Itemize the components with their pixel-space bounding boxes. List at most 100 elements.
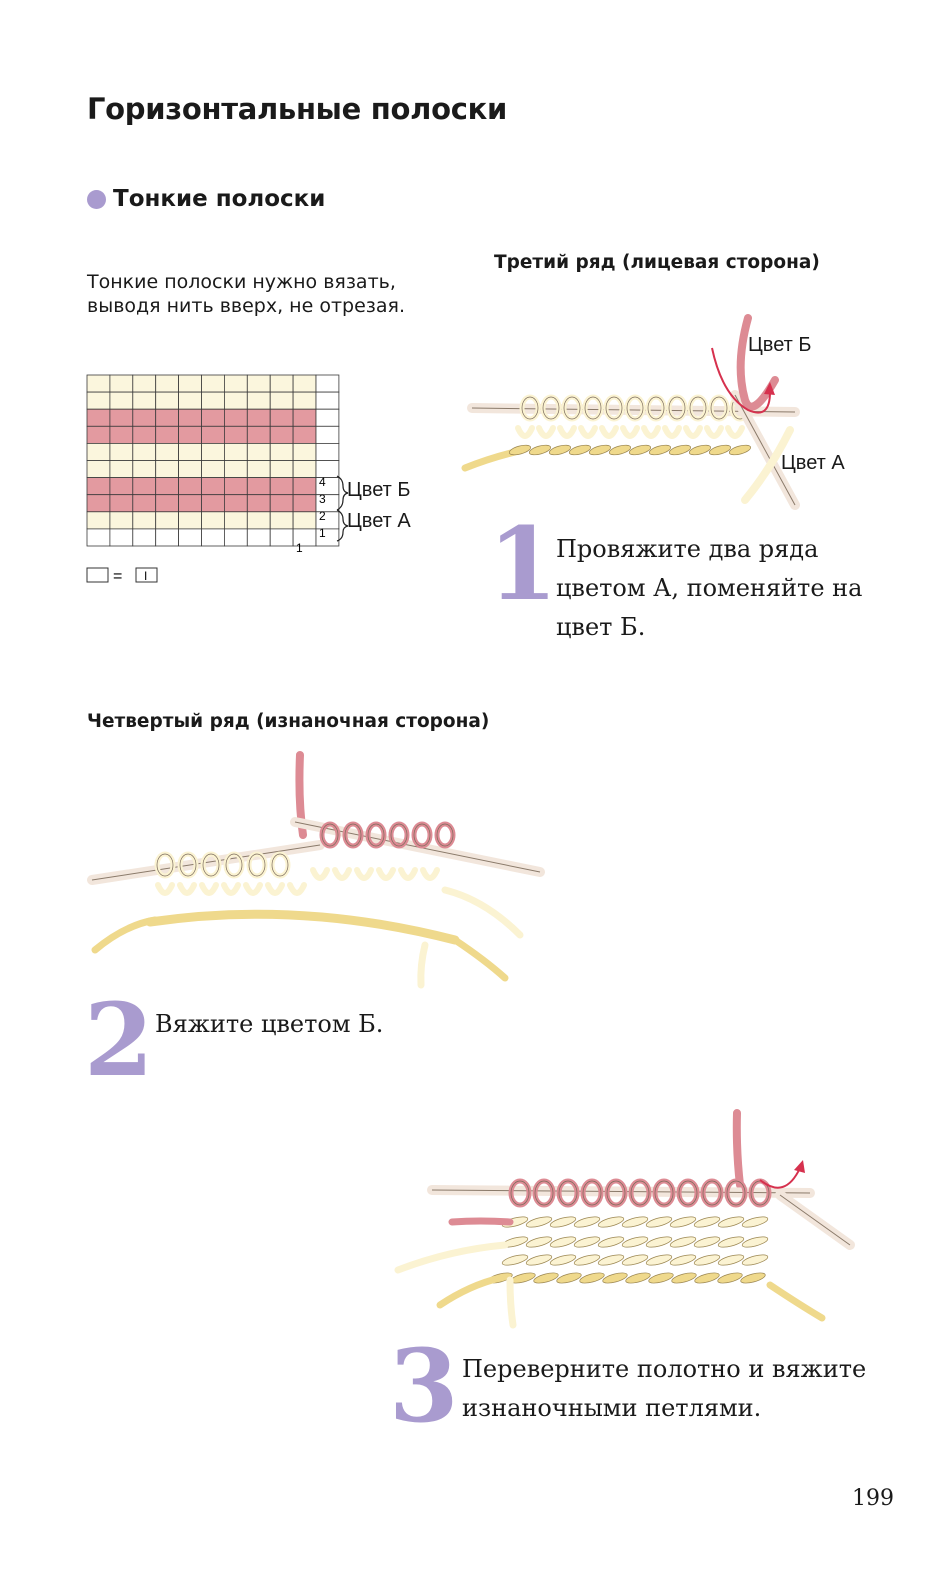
stitch-loop-outline [436, 823, 454, 847]
illustration-row4 [87, 751, 545, 989]
edge-stitch [579, 1272, 605, 1284]
stitch-loop-outline [179, 853, 197, 877]
knit-v-stitch [557, 425, 577, 439]
row-number-4: 4 [319, 475, 326, 489]
yarn-b-tail-up-3 [732, 1109, 744, 1189]
edge-stitch [688, 444, 712, 456]
knit-v-stitch [515, 425, 535, 439]
yarn-a-strand [741, 426, 794, 504]
intro-text: Тонкие полоски нужно вязать, выводя нить… [87, 271, 405, 317]
arrow-head-icon-3 [794, 1160, 805, 1173]
yarn-strand-right-2 [441, 886, 524, 939]
stitch-loop-outline [647, 396, 665, 420]
row-number-1: 1 [319, 526, 326, 540]
yarn-b-tail-left-3 [448, 1217, 514, 1226]
step2-text: Вяжите цветом Б. [155, 1010, 384, 1038]
stitch-loop-outline [521, 396, 539, 420]
edge-stitch [556, 1272, 582, 1284]
knit-v-stitch [620, 425, 640, 439]
knit-v-stitch [725, 425, 745, 439]
stitch-loop-outline [710, 396, 728, 420]
knit-v-stitch [641, 425, 661, 439]
edge-stitch [625, 1272, 651, 1284]
stitch-loop-outline [702, 1180, 722, 1206]
edge-stitch [717, 1216, 745, 1228]
edge-stitch [694, 1272, 720, 1284]
stitch-loop-outline [582, 1180, 602, 1206]
legend-knit-cell [135, 567, 158, 583]
edge-stitch [717, 1272, 743, 1284]
chart-label-color-a: Цвет А [347, 510, 411, 532]
edge-stitch [628, 444, 652, 456]
yarn-tail-left-3 [436, 1274, 504, 1309]
edge-stitch [597, 1216, 625, 1228]
edge-stitch [645, 1236, 673, 1248]
edge-stitch [693, 1236, 721, 1248]
edge-stitch [602, 1272, 628, 1284]
step1-title: Третий ряд (лицевая сторона) [494, 252, 820, 273]
knit-v-stitch [683, 425, 703, 439]
edge-stitch [501, 1254, 529, 1266]
brace-color-a [336, 509, 349, 542]
stitch-loop-outline [654, 1180, 674, 1206]
stitch-loop-outline [606, 1180, 626, 1206]
edge-stitch [573, 1254, 601, 1266]
stitch-loop-outline [321, 823, 339, 847]
chart-cell [315, 528, 340, 547]
illustration-row3: Цвет Б Цвет А [461, 314, 845, 510]
knit-v-stitch [332, 867, 352, 881]
edge-stitch [648, 1272, 674, 1284]
knit-v-stitch [376, 867, 396, 881]
step1-number: 1 [488, 505, 558, 623]
edge-stitch [717, 1236, 745, 1248]
stitch-row [508, 394, 752, 456]
edge-stitch [573, 1236, 601, 1248]
knit-v-stitch [287, 882, 307, 896]
stitch-rows-3 [487, 1178, 772, 1284]
edge-stitch [648, 444, 672, 456]
edge-stitch [728, 444, 752, 456]
bottom-row-number: 1 [296, 541, 303, 555]
edge-stitch [549, 1254, 577, 1266]
arrow-icon [711, 347, 771, 414]
cast-on-edge [145, 909, 460, 945]
stitch-loop-outline [534, 1180, 554, 1206]
edge-stitch [669, 1216, 697, 1228]
chart-legend: = I [86, 567, 158, 585]
edge-stitch [533, 1272, 559, 1284]
knit-v-stitch [177, 882, 197, 896]
bullet-dot-icon [87, 189, 106, 209]
stitch-loop-outline [156, 853, 174, 877]
edge-stitch [597, 1254, 625, 1266]
knit-v-stitch [662, 425, 682, 439]
edge-stitch [741, 1216, 769, 1228]
knit-v-stitch [265, 882, 285, 896]
row-number-2: 2 [319, 509, 326, 523]
edge-stitch [669, 1236, 697, 1248]
knit-v-stitch [536, 425, 556, 439]
stitch-loop-outline [630, 1180, 650, 1206]
edge-stitch [568, 444, 592, 456]
arrow-icon-3 [759, 1167, 801, 1189]
arrow-head-icon [764, 382, 775, 395]
stitch-loop-outline [626, 396, 644, 420]
knit-v-stitch [354, 867, 374, 881]
edge-stitch [549, 1236, 577, 1248]
chart-grid [86, 374, 340, 547]
legend-empty-cell [86, 567, 109, 583]
row-number-3: 3 [319, 492, 326, 506]
edge-stitch [549, 1216, 577, 1228]
yarn-tail-right-2 [451, 936, 509, 982]
knit-v-stitch [420, 867, 440, 881]
edge-stitch [525, 1236, 553, 1248]
legend-equals: = [113, 568, 122, 585]
edge-stitch [597, 1236, 625, 1248]
stitch-loop-outline [689, 396, 707, 420]
illustration-row5 [394, 1109, 855, 1329]
page-number: 199 [852, 1486, 894, 1511]
yarn-tail-left-2 [91, 916, 159, 954]
edge-stitch [608, 444, 632, 456]
edge-stitch [548, 444, 572, 456]
knit-v-stitch [398, 867, 418, 881]
edge-stitch [741, 1236, 769, 1248]
